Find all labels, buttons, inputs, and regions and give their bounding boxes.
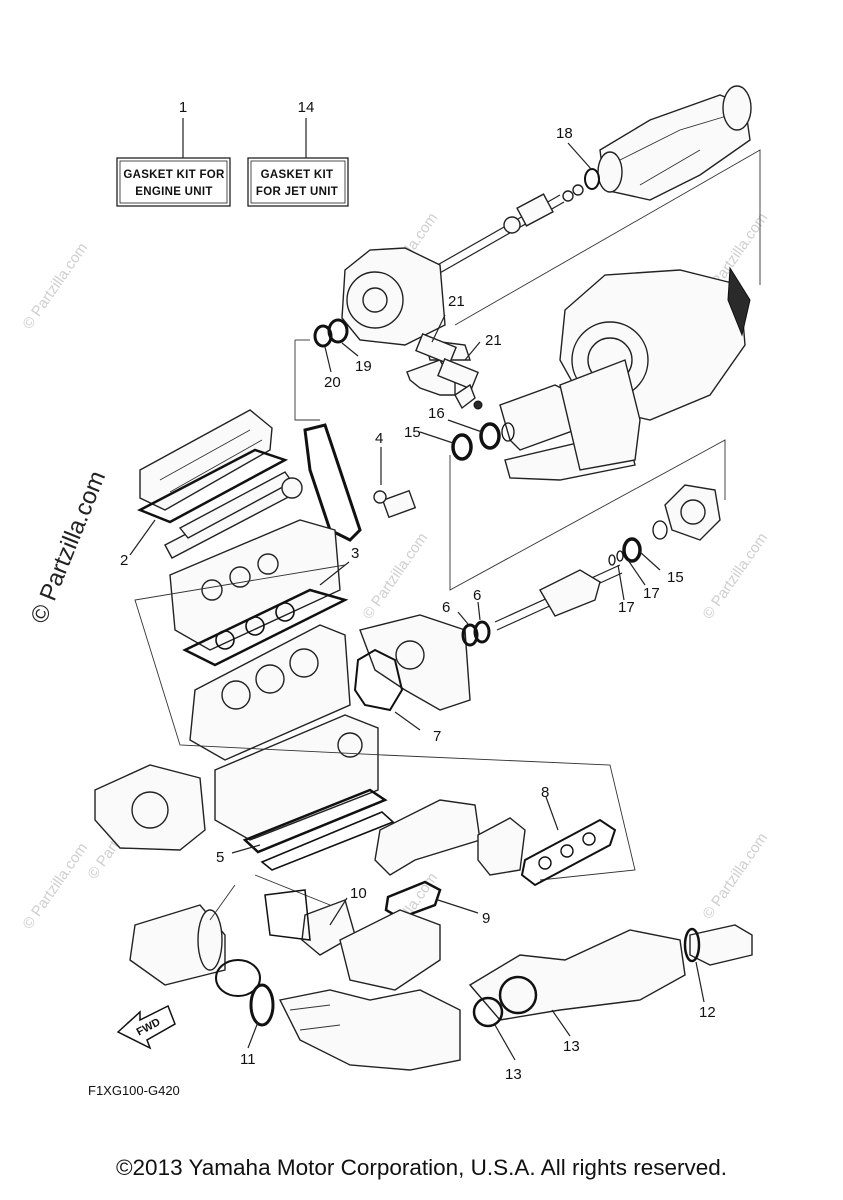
fwd-arrow-icon: FWD: [116, 1004, 176, 1050]
callout-20: 20: [324, 374, 341, 391]
gasket-kit-jet-box: 14 GASKET KIT FOR JET UNIT: [247, 99, 349, 207]
muffler-and-clamps: [129, 874, 331, 1049]
bracket-lines-engine: [134, 564, 636, 881]
callout-15b: 15: [667, 569, 684, 586]
callout-labels: 2 3 4 5 6 6 7 8 9 10 11 12 13 13 15 15 1…: [120, 125, 716, 1083]
timing-chain: [303, 423, 362, 542]
copyright-notice: ©2013 Yamaha Motor Corporation, U.S.A. A…: [115, 1155, 728, 1180]
cylinder-head: [169, 519, 341, 651]
callout-13a: 13: [563, 1038, 580, 1055]
outlet-pipe-12: [683, 924, 753, 1003]
water-lock: [468, 929, 686, 1061]
callout-21a: 21: [448, 293, 465, 310]
callout-2: 2: [120, 552, 128, 569]
callout-13b: 13: [505, 1066, 522, 1083]
kit-jet-line2: FOR JET UNIT: [256, 186, 338, 198]
callout-3: 3: [351, 545, 359, 562]
oil-pump-gasket-7: [353, 648, 421, 731]
exhaust-manifold: [374, 799, 526, 876]
oil-seals-15-16: [419, 419, 515, 461]
impeller-shaft: [457, 537, 661, 647]
callout-17a: 17: [643, 585, 660, 602]
callout-17b: 17: [618, 599, 635, 616]
diagram-code: F1XG100-G420: [88, 1083, 180, 1098]
callout-14: 14: [298, 99, 315, 116]
callout-15a: 15: [404, 424, 421, 441]
crankcase: [214, 714, 379, 841]
exhaust-gasket-8: [520, 796, 617, 887]
bearing-housing-gaskets-21: [415, 314, 483, 410]
callout-16: 16: [428, 405, 445, 422]
callout-6b: 6: [473, 587, 481, 604]
o-ring-18: [567, 142, 600, 190]
cylinder-head-gasket-3: [182, 561, 350, 667]
watermark: © Partzilla.com: [699, 830, 771, 923]
callout-4: 4: [375, 430, 383, 447]
oil-pump-cover: [359, 614, 471, 711]
callout-8: 8: [541, 784, 549, 801]
callout-10: 10: [350, 885, 367, 902]
watermark-main: © Partzilla.com: [26, 467, 112, 627]
exhaust-pipe-10: [301, 897, 441, 991]
jet-housing-left: [341, 247, 446, 346]
jet-nozzle-assembly: [597, 85, 752, 201]
callout-21b: 21: [485, 332, 502, 349]
gasket-kit-engine-box: 1 GASKET KIT FOR ENGINE UNIT: [116, 99, 231, 207]
cylinder-head-cover: [139, 409, 273, 511]
watermark: © Partzilla.com: [359, 530, 431, 623]
callout-11: 11: [240, 1051, 256, 1068]
drive-shaft-assembly: [419, 184, 584, 283]
callout-18: 18: [556, 125, 573, 142]
callout-19: 19: [355, 358, 372, 375]
watermark: © Partzilla.com: [699, 530, 771, 623]
callout-12: 12: [699, 1004, 716, 1021]
cylinder-block: [189, 624, 351, 761]
head-cover-gasket-2: [129, 448, 289, 556]
watermark: © Partzilla.com: [19, 240, 91, 333]
callout-5: 5: [216, 849, 224, 866]
kit-jet-line1: GASKET KIT: [261, 169, 334, 181]
exhaust-hose: [278, 989, 461, 1071]
bearing-housing-right: [652, 484, 721, 541]
exhaust-gasket-9: [384, 880, 479, 920]
bracket-lines-jet: [294, 149, 761, 591]
callout-7: 7: [433, 728, 441, 745]
kit-engine-line2: ENGINE UNIT: [135, 186, 212, 198]
callout-6a: 6: [442, 599, 450, 616]
kit-engine-line1: GASKET KIT FOR: [123, 169, 225, 181]
camshafts: [164, 471, 303, 559]
oil-seals-19-20: [313, 318, 359, 373]
callout-9: 9: [482, 910, 490, 927]
tensioner-4: [373, 447, 417, 519]
callout-1: 1: [179, 99, 187, 116]
side-cover: [94, 764, 206, 851]
jet-pump-duct: [499, 359, 641, 481]
watermark: © Partzilla.com: [19, 840, 91, 933]
crankcase-gasket-5: [231, 788, 395, 871]
